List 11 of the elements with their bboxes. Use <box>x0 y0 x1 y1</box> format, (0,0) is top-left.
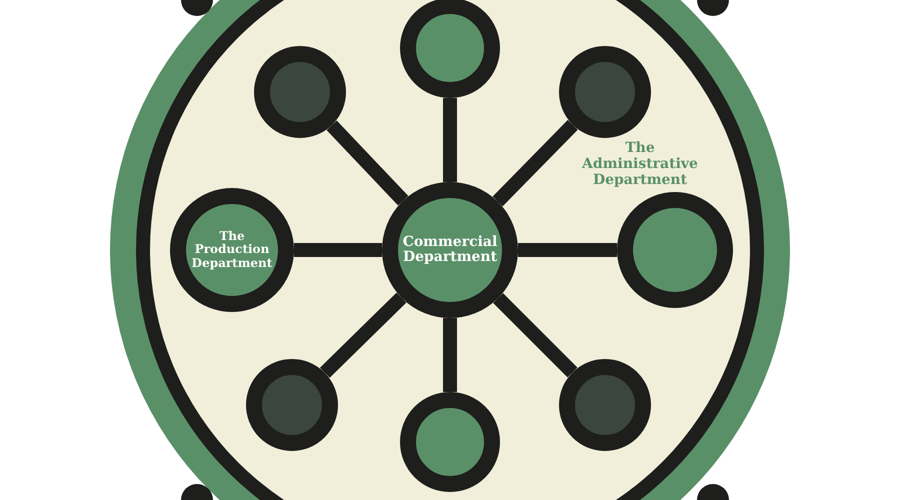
node-label: The Production Department <box>190 230 274 270</box>
node-label: Commercial Department <box>402 234 498 266</box>
connector-line <box>326 120 408 206</box>
connector-line <box>493 293 578 378</box>
node-caption: The Administrative Department <box>580 140 699 188</box>
connector-line <box>492 120 578 206</box>
connector-line <box>294 243 382 257</box>
connector-line <box>443 318 457 392</box>
connector-line <box>320 292 406 378</box>
connector-line <box>518 243 617 257</box>
connector-line <box>443 98 457 182</box>
